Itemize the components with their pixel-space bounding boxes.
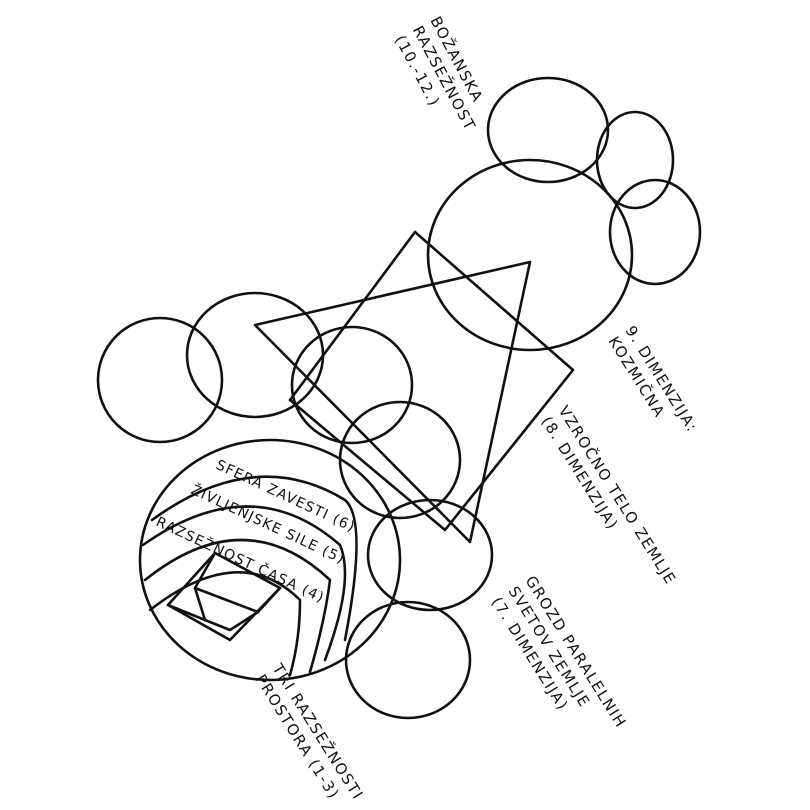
- divine-circle-3: [608, 178, 702, 286]
- label-source: VZROČNO TELO ZEMLJE (8. DIMENZIJA): [538, 402, 681, 588]
- triangle-shape: [253, 260, 532, 544]
- sphere-band-3: [143, 538, 332, 674]
- cosmic-circle: [426, 158, 634, 352]
- cube-shape: [166, 551, 282, 642]
- left-circle-3: [290, 325, 414, 445]
- sphere-band-1: [150, 475, 358, 642]
- parallel-worlds-circles: [344, 498, 494, 720]
- parallel-circle-2: [344, 600, 472, 720]
- label-source-line1: VZROČNO TELO ZEMLJE: [555, 402, 681, 588]
- divine-dimension-circles: [486, 76, 702, 286]
- left-circle-2: [185, 291, 325, 419]
- divine-circle-2: [595, 110, 675, 210]
- earth-sphere: [138, 438, 402, 682]
- tilted-square-shape: [288, 230, 575, 532]
- sphere-band-2: [141, 505, 347, 662]
- parallel-circle-1: [366, 498, 494, 612]
- label-divine: BOŽANSKA RAZSEŽNOST (10.-12.): [391, 13, 488, 134]
- label-parallel: GROZD PARALELNIH SVETOV ZEMLJE (7. DIMEN…: [488, 573, 630, 732]
- sphere-outer: [138, 438, 402, 682]
- label-cosmic: 9. DIMENZIJA: KOZMIČNA: [605, 323, 702, 436]
- divine-circle-1: [486, 76, 610, 184]
- left-circle-1: [96, 316, 224, 444]
- sphere-band-4: [148, 571, 302, 677]
